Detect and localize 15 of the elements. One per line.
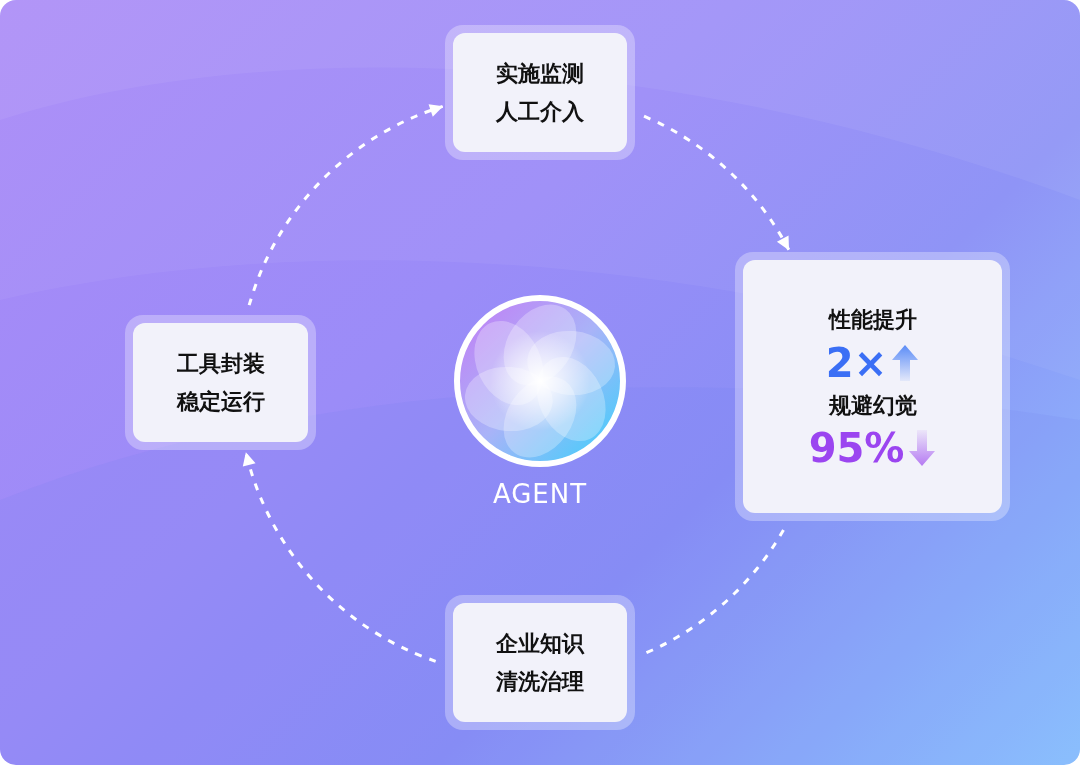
step-label: 企业知识清洗治理	[495, 630, 586, 696]
dashed-arrow	[643, 114, 791, 251]
step-card	[125, 315, 316, 450]
step-card	[445, 25, 635, 160]
metric-title: 规避幻觉	[827, 391, 918, 420]
step-card	[735, 252, 1010, 521]
dashed-arrow	[242, 452, 437, 663]
dashed-arrow	[247, 104, 444, 306]
step-card	[445, 595, 635, 730]
step-label: 工具封装稳定运行	[175, 350, 266, 416]
step-label: 实施监测人工介入	[495, 60, 585, 126]
metric-value: 2×	[825, 338, 888, 387]
agent-label: AGENT	[492, 479, 588, 509]
metric-value: 95%	[808, 423, 905, 472]
metric-title: 性能提升	[827, 306, 918, 335]
